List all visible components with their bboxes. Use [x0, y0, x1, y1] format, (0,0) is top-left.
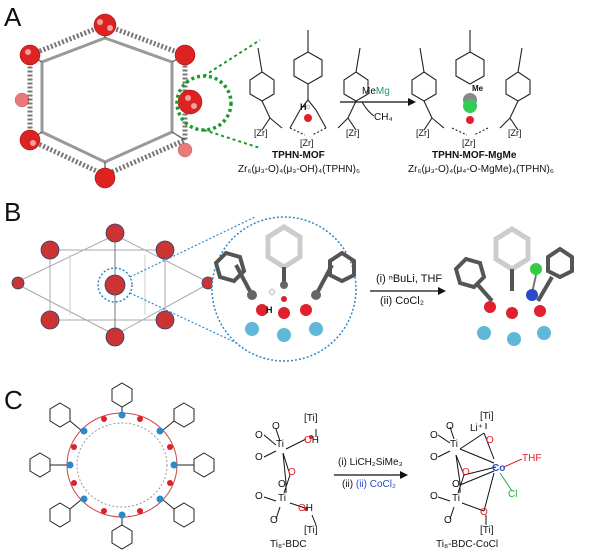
panel-a: A [0, 0, 600, 195]
panel-b-label: B [4, 197, 22, 227]
right-compound-formula-a: Zr₆(μ₃-O)₄(μ₄-O-MgMe)₄(TPHN)₆ [408, 164, 554, 175]
oh-h-c2: H [305, 503, 314, 514]
h-label-a: H [300, 102, 307, 112]
oh-o-c1: O [304, 435, 312, 446]
oh-o-c2: O [298, 503, 306, 514]
o-label-c6: O [255, 491, 263, 502]
mof-framework-a [27, 22, 188, 178]
o-label-c14: O [430, 491, 438, 502]
left-compound-formula-a: Zr₆(μ₃-O)₄(μ₃-OH)₄(TPHN)₆ [238, 164, 360, 175]
step2-c: (ii) (ii) CoCl₂ [342, 479, 396, 490]
zr-label-a2: [Zr] [300, 138, 314, 148]
step1-b: (i) ⁿBuLi, THF [376, 273, 443, 285]
right-name-c: Ti₈-BDC-CoCl [436, 539, 499, 550]
o-label-c12: O [462, 467, 470, 478]
o-label-c15: O [444, 515, 452, 526]
zr-label-a6: [Zr] [508, 128, 522, 138]
oh-label-c1: OH [304, 435, 319, 446]
o-label-c8: O [430, 430, 438, 441]
zr-label-a3: [Zr] [346, 128, 360, 138]
h-label-b: H [266, 305, 273, 315]
mg-atom [463, 99, 477, 113]
ti-bracket-c1: [Ti] [304, 413, 318, 424]
ti-label-c4: Ti [452, 493, 460, 504]
small-zoom-circle-b [97, 267, 133, 303]
co-atom-b [526, 289, 538, 301]
byproduct-ch4: CH₄ [374, 112, 393, 123]
panel-a-label: A [4, 2, 22, 32]
o-label-c10: O [446, 421, 454, 432]
o-label-c9: O [430, 452, 438, 463]
o-label-c2: O [255, 452, 263, 463]
tphn-mof-structure [249, 30, 369, 136]
reagent-mg: Mg [375, 86, 390, 97]
ti-bracket-c4: [Ti] [480, 525, 494, 536]
ti-label-c3: Ti [450, 439, 458, 450]
o-label-c16: O [480, 507, 488, 518]
o-nodes-c [71, 416, 173, 514]
product-molecule-b [453, 226, 574, 346]
o-label-c4: O [288, 467, 296, 478]
ti-nodes-c [66, 411, 178, 519]
ti-bracket-c3: [Ti] [480, 411, 494, 422]
o-label-c13: O [452, 479, 460, 490]
o-label-c11: O [486, 435, 494, 446]
ti8-bdc-cocl-scheme [437, 423, 523, 525]
step1-c: (i) LiCH₂SiMe₃ [338, 457, 403, 468]
panel-b: B [0, 195, 600, 375]
o-label-c5: O [278, 479, 286, 490]
left-name-c: Ti₈-BDC [270, 539, 307, 550]
li-label-c: Li⁺ [470, 423, 484, 434]
panel-b-graphics [11, 216, 574, 362]
panel-c-label: C [4, 385, 23, 415]
ti-label-c2: Ti [278, 493, 286, 504]
step2-c-reagent: (ii) CoCl₂ [355, 479, 396, 490]
o-label-c7: O [270, 515, 278, 526]
zr-label-a1: [Zr] [254, 128, 268, 138]
right-compound-name-a: TPHN-MOF-MgMe [432, 150, 517, 161]
zr-nodes-b [11, 223, 215, 347]
ti-label-c1: Ti [276, 439, 284, 450]
tphn-mof-mgme-structure [411, 30, 531, 136]
cl-label-c: Cl [508, 489, 518, 500]
oh-h-c1: H [311, 435, 320, 446]
left-compound-name-a: TPHN-MOF [272, 150, 325, 161]
step2-b: (ii) CoCl₂ [380, 295, 424, 307]
panel-a-graphics [14, 13, 531, 189]
zr-label-a4: [Zr] [416, 128, 430, 138]
thf-label-c: THF [522, 453, 542, 464]
panel-c: C [0, 375, 600, 558]
o-label-c1: O [255, 430, 263, 441]
zr-label-a5: [Zr] [462, 138, 476, 148]
co-label-c: Co [492, 463, 506, 474]
zoom-molecule-b [213, 224, 356, 342]
o-label-c3: O [272, 421, 280, 432]
reagent-me: Me [362, 86, 376, 97]
panel-c-graphics [29, 382, 523, 550]
ti-bracket-c2: [Ti] [304, 525, 318, 536]
oh-label-c2: OH [298, 503, 313, 514]
phenyl-arms [29, 382, 215, 550]
me-label-a: Me [472, 84, 484, 93]
step2-c-prefix: (ii) [342, 479, 356, 490]
reagent-memg: MeMg [362, 86, 390, 97]
